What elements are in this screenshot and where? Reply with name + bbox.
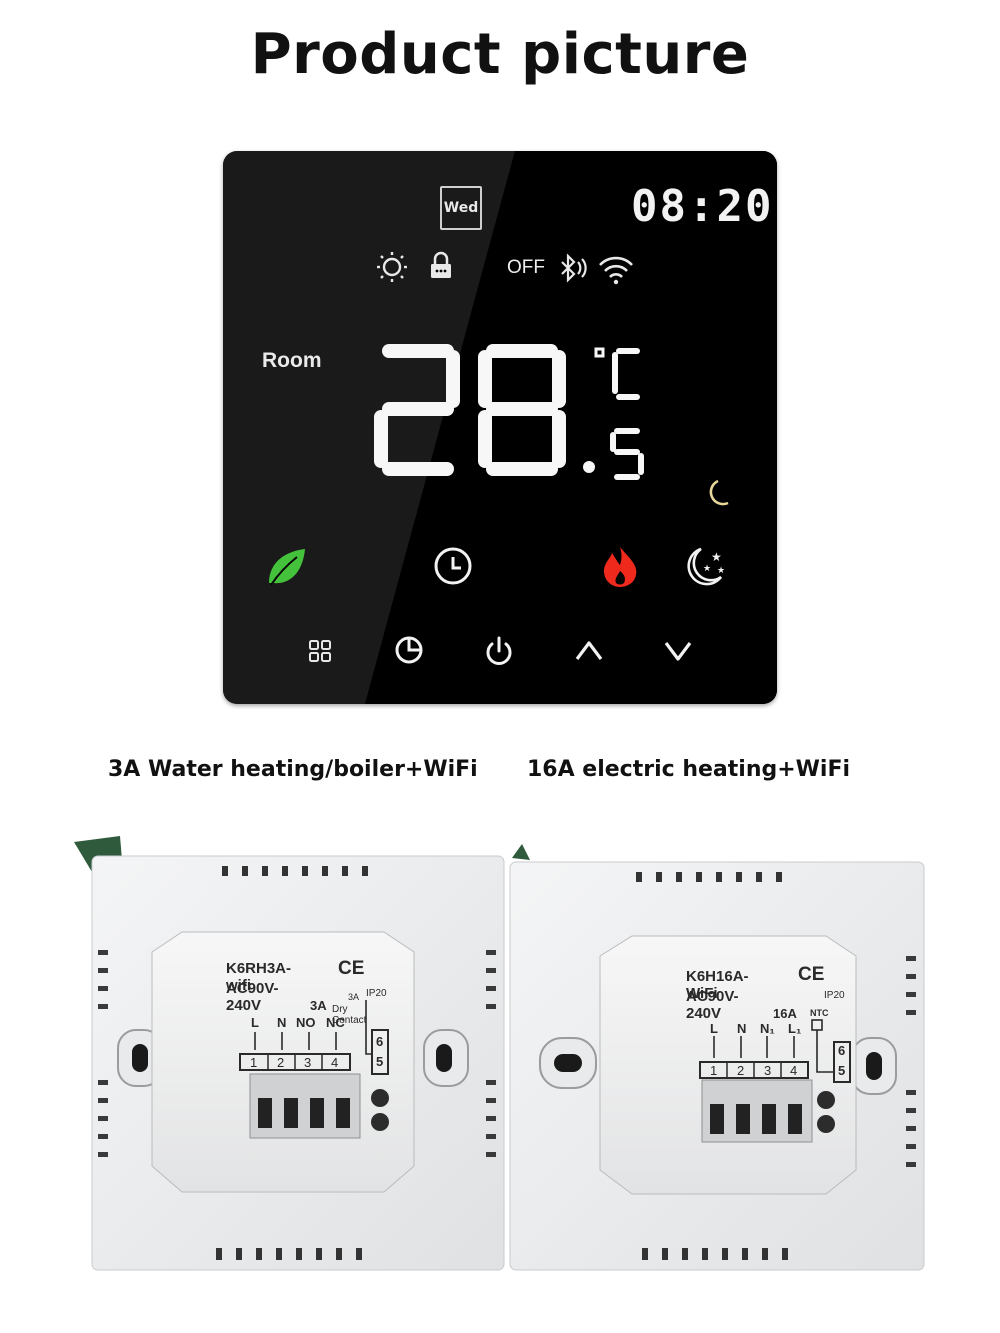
power-icon[interactable]	[486, 636, 512, 665]
unit-16a-sensor-number: 6	[838, 1043, 846, 1058]
unit-16a-terminal-label: N₁	[760, 1021, 775, 1036]
unit-3a-terminal-number: 4	[331, 1055, 339, 1070]
temperature-digits	[374, 344, 566, 476]
unit-3a-terminal-number: 2	[277, 1055, 285, 1070]
sun-icon	[377, 252, 407, 282]
chevron-up-icon[interactable]	[575, 641, 603, 660]
unit-16a-sensor-label: NTC	[810, 1008, 829, 1018]
unit-16a-terminal-label: L	[710, 1021, 718, 1036]
unit-3a-terminal-label: NC	[326, 1015, 345, 1030]
unit-3a-cert: CE	[338, 958, 365, 979]
leaf-icon	[269, 549, 305, 586]
rear-views	[74, 836, 925, 1271]
power-state-label: OFF	[507, 257, 545, 278]
unit-16a-cert: CE	[798, 964, 825, 985]
svg-text:★: ★	[717, 566, 725, 576]
rear-unit-3a	[74, 836, 505, 1271]
unit-3a-model: K6RH3A-wifi	[226, 960, 292, 994]
unit-16a-current: 16A	[773, 1006, 797, 1021]
unit-3a-terminal-label: N	[277, 1015, 287, 1030]
page-title: Product picture	[250, 22, 750, 87]
rear-unit-16a	[509, 844, 925, 1271]
timer-icon[interactable]	[395, 636, 423, 664]
variant-caption-16a: 16A electric heating+WiFi	[527, 757, 851, 782]
variant-caption-3a: 3A Water heating/boiler+WiFi	[108, 757, 478, 782]
room-label: Room	[262, 349, 322, 372]
unit-16a-terminal-number: 3	[764, 1063, 772, 1078]
clock-display: 08:20	[631, 181, 774, 232]
unit-3a-ip-rating: IP20	[366, 988, 387, 999]
unit-3a-terminal-label: NO	[296, 1015, 316, 1030]
unit-16a-ip-rating: IP20	[824, 990, 845, 1001]
unit-3a-contact-current: 3A	[348, 992, 360, 1002]
bluetooth-icon	[561, 253, 587, 283]
unit-16a-terminal-label: L₁	[788, 1021, 802, 1036]
temperature-decimal-digit	[610, 428, 644, 480]
unit-16a-terminal-label: N	[737, 1021, 747, 1036]
chevron-down-icon[interactable]	[664, 642, 692, 661]
unit-3a-contact-type: Dry Contact	[332, 1004, 367, 1026]
unit-3a-terminal-label: L	[251, 1015, 259, 1030]
unit-3a-terminal-number: 1	[250, 1055, 258, 1070]
temperature-unit-value: °C	[0, 0, 1, 1]
unit-16a-terminal-number: 2	[737, 1063, 745, 1078]
menu-grid-icon[interactable]	[309, 640, 331, 662]
thermostat-front-panel: ★ ★ ★ Wed 08:20 OFF Room	[223, 151, 777, 704]
unit-3a-voltage: AC90V-240V	[226, 980, 279, 1014]
svg-text:★: ★	[711, 550, 722, 564]
unit-16a-terminal-number: 4	[790, 1063, 798, 1078]
celsius-unit	[594, 347, 640, 400]
unit-3a-terminal-number: 3	[304, 1055, 312, 1070]
moon-stars-icon: ★ ★ ★	[687, 547, 725, 586]
unit-16a-model: K6H16A-WiFi	[686, 968, 749, 1002]
flame-icon	[604, 547, 637, 587]
lock-icon	[431, 251, 451, 278]
unit-3a-sensor-number: 6	[376, 1034, 384, 1049]
svg-text:★: ★	[703, 564, 711, 574]
unit-16a-sensor-number: 5	[838, 1063, 846, 1078]
panel-graphics: ★ ★ ★	[223, 151, 777, 704]
unit-3a-current: 3A	[310, 998, 327, 1013]
unit-16a-terminal-number: 1	[710, 1063, 718, 1078]
moon-icon	[709, 479, 729, 506]
unit-16a-voltage: AC90V-240V	[686, 988, 739, 1022]
unit-3a-sensor-number: 5	[376, 1054, 384, 1069]
wifi-icon	[599, 256, 633, 285]
day-badge: Wed	[440, 186, 482, 230]
decimal-point	[583, 461, 595, 473]
clock-icon	[434, 547, 472, 585]
